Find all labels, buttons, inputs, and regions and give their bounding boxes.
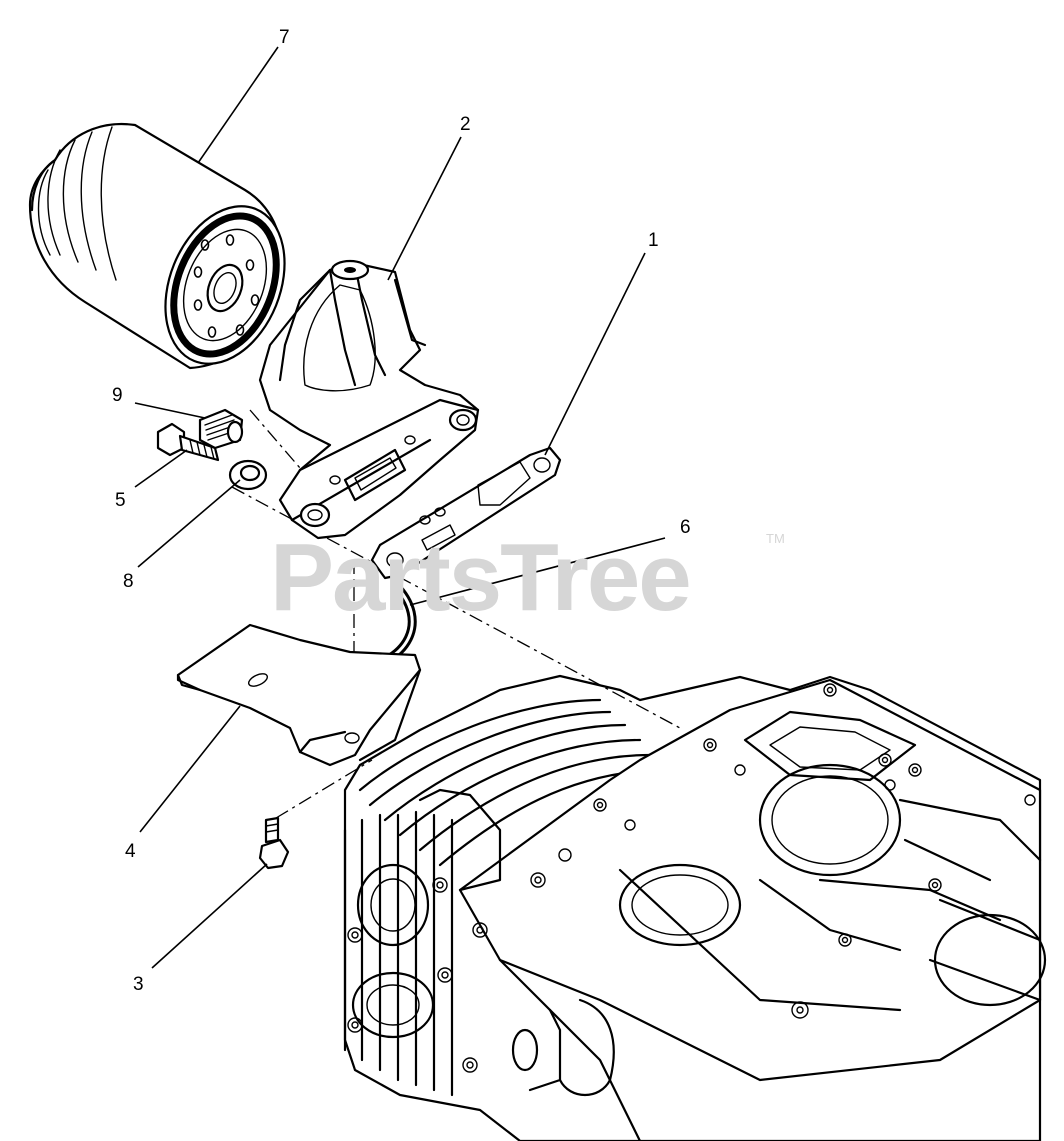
callout-9: 9 xyxy=(112,385,123,406)
callout-7: 7 xyxy=(279,27,290,48)
watermark-text: PartsTree xyxy=(270,524,690,631)
callout-8: 8 xyxy=(123,571,134,592)
callout-leader-lines xyxy=(134,46,666,969)
callout-3: 3 xyxy=(133,974,144,995)
callout-labels: 7 2 1 9 5 8 6 4 3 xyxy=(112,27,691,995)
screw xyxy=(258,816,290,870)
callout-5: 5 xyxy=(115,490,126,511)
mounting-bolt xyxy=(156,422,220,462)
callout-6: 6 xyxy=(680,517,691,538)
watermark-trademark: TM xyxy=(766,531,785,546)
adapter-gasket xyxy=(370,446,562,580)
pipe-plug xyxy=(198,408,244,450)
engine-block xyxy=(343,674,1047,1141)
shroud-baffle xyxy=(176,623,422,767)
callout-4: 4 xyxy=(125,841,136,862)
filter-adapter xyxy=(258,259,480,540)
washer xyxy=(228,459,268,491)
parts-tree-watermark: PartsTree TM xyxy=(270,524,785,631)
callout-1: 1 xyxy=(648,230,659,251)
oil-filter xyxy=(28,122,286,370)
callout-2: 2 xyxy=(460,114,471,135)
